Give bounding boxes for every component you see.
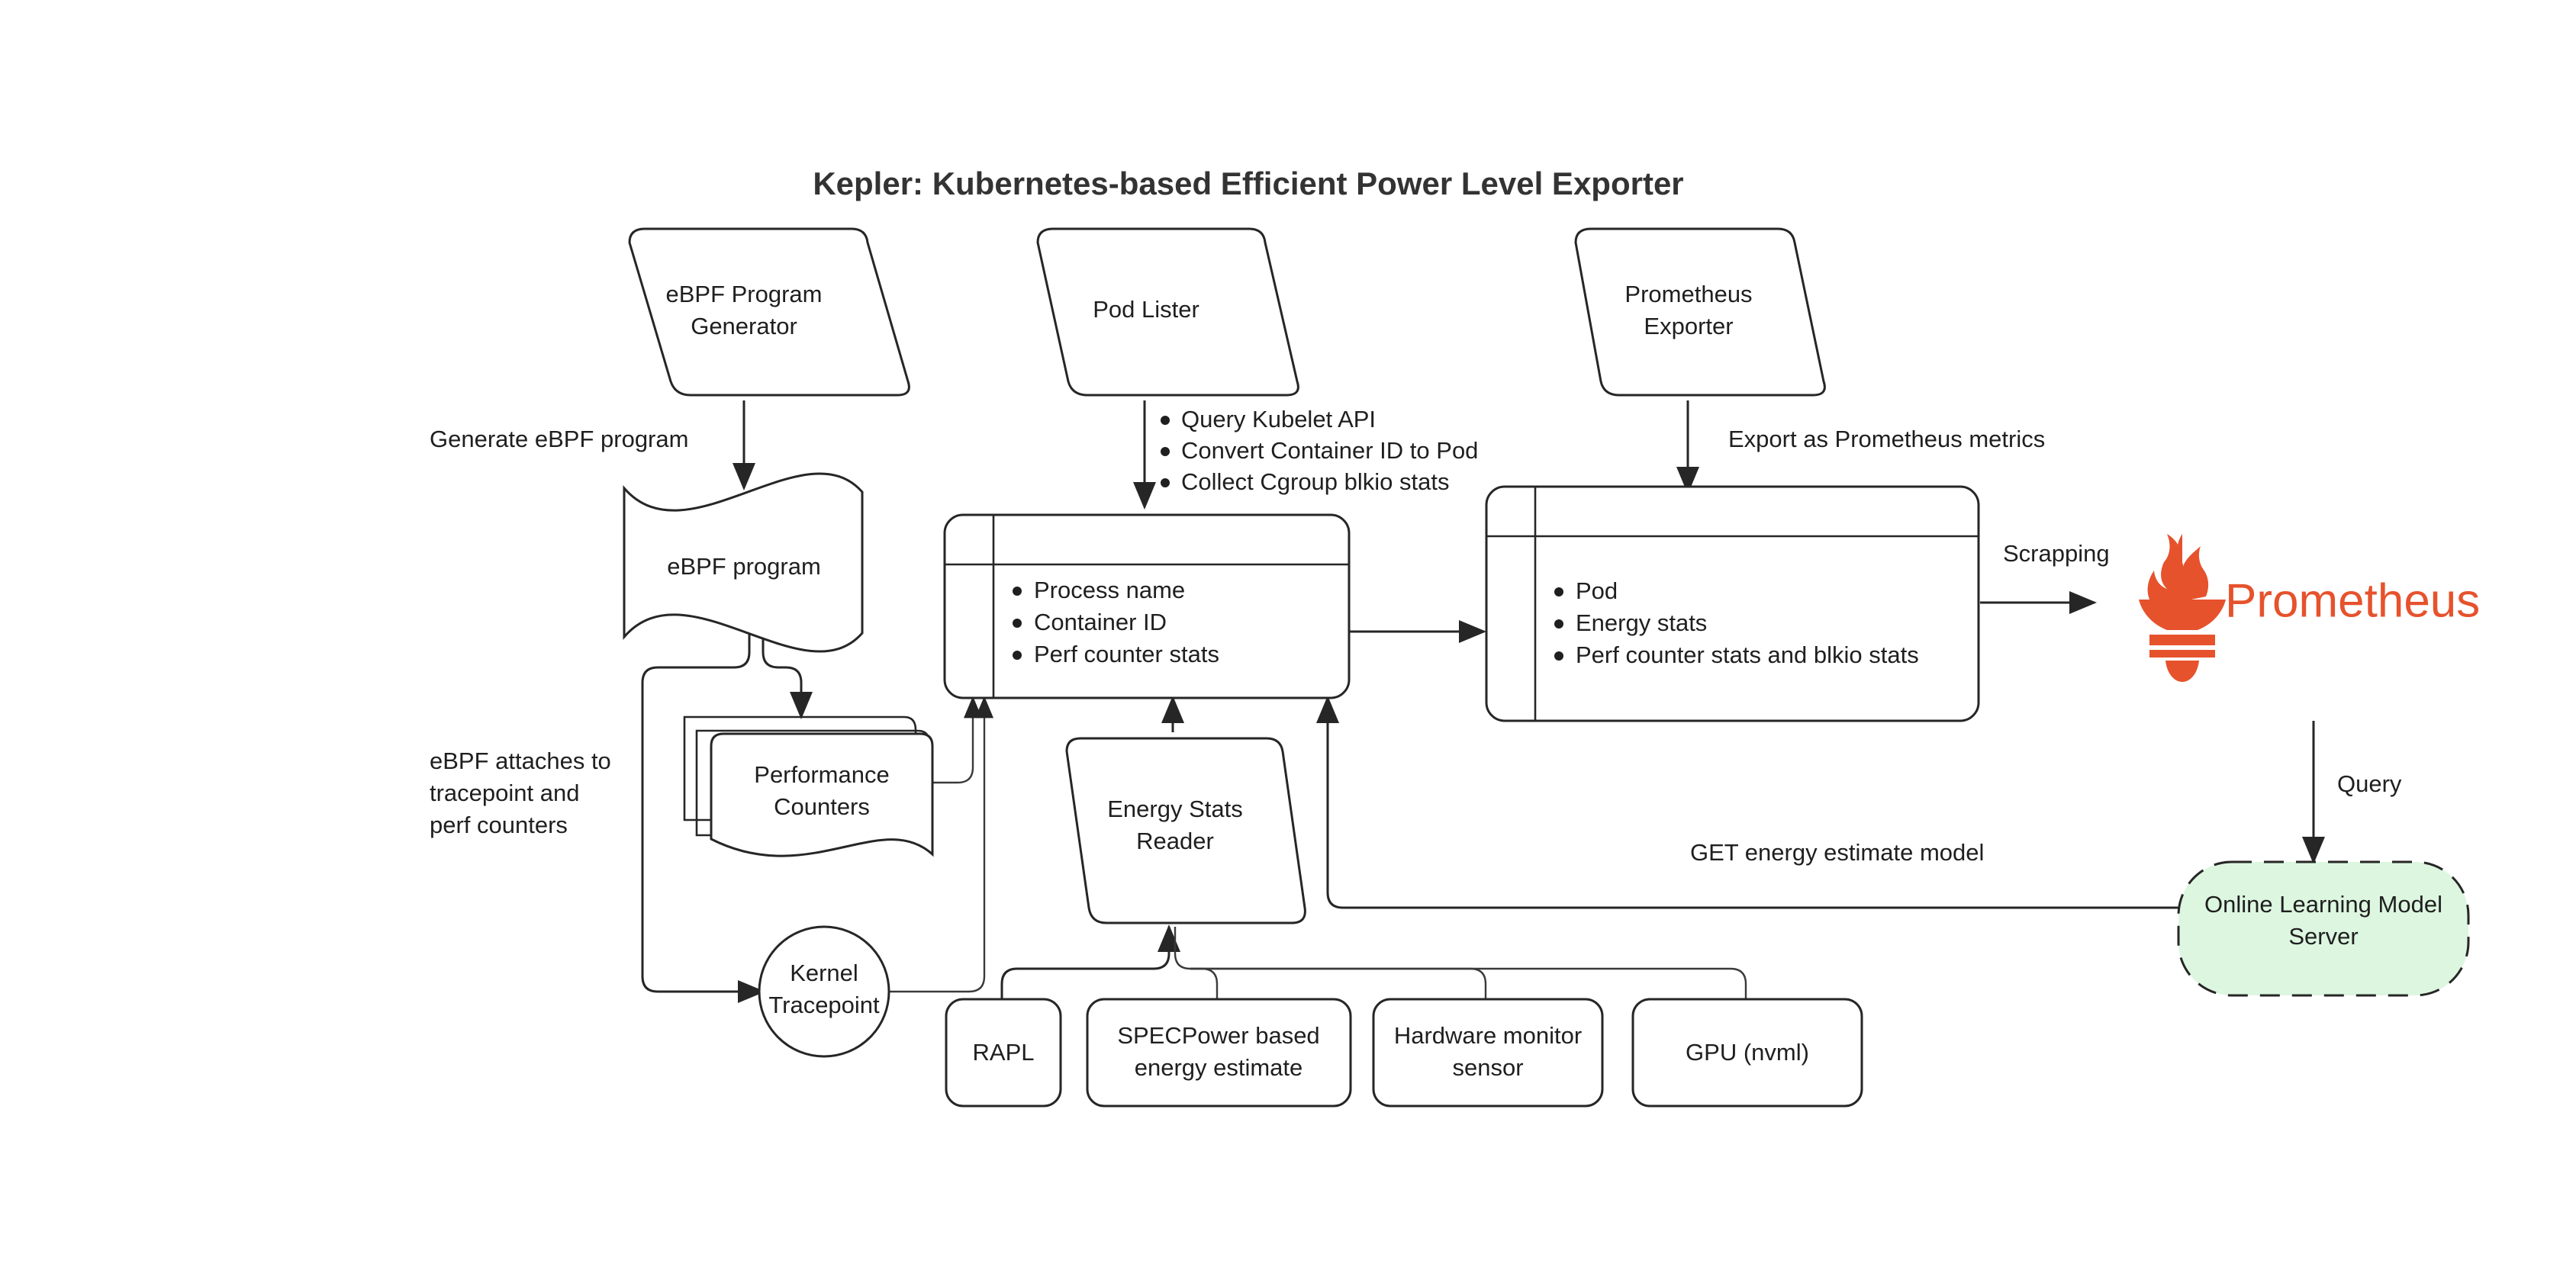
edge-gpu-to-energy-reader xyxy=(1190,967,1747,999)
pod-table-item-0: Pod xyxy=(1576,577,1618,604)
pod-lister-note-1: Convert Container ID to Pod xyxy=(1181,437,1478,464)
edge-label-pod-lister-notes: Query Kubelet API Convert Container ID t… xyxy=(1161,406,1478,495)
rapl-label: RAPL xyxy=(973,1039,1035,1066)
node-model-server[interactable] xyxy=(2177,860,2470,997)
bullet-icon xyxy=(1161,478,1170,487)
prometheus-logo: Prometheus xyxy=(2139,534,2480,682)
node-ebpf-program-generator[interactable] xyxy=(628,227,910,397)
node-kernel-tracepoint[interactable] xyxy=(758,925,890,1058)
performance-counters-label-2: Counters xyxy=(774,793,870,820)
bullet-icon xyxy=(1554,587,1563,596)
pod-table-item-1: Energy stats xyxy=(1576,609,1707,636)
edge-ebpf-to-performance-counters xyxy=(762,633,813,719)
pod-lister-note-0: Query Kubelet API xyxy=(1181,406,1376,432)
ebpf-attaches-line-2: perf counters xyxy=(430,812,568,838)
kernel-tracepoint-label-2: Tracepoint xyxy=(768,992,880,1018)
model-server-label-1: Online Learning Model xyxy=(2204,891,2442,918)
pod-table-items: Pod Energy stats Perf counter stats and … xyxy=(1554,577,1919,668)
performance-counters-label-1: Performance xyxy=(754,761,889,788)
bullet-icon xyxy=(1161,416,1170,425)
ebpf-program-generator-label-1: eBPF Program xyxy=(665,281,822,307)
specpower-label-1: SPECPower based xyxy=(1117,1022,1319,1049)
edge-label-get-model: GET energy estimate model xyxy=(1690,839,1984,866)
edge-label-query: Query xyxy=(2337,770,2402,797)
node-gpu-nvml[interactable] xyxy=(1631,998,1863,1108)
energy-stats-reader-label-2: Reader xyxy=(1136,828,1214,854)
bullet-icon xyxy=(1554,651,1563,661)
pod-lister-note-2: Collect Cgroup blkio stats xyxy=(1181,468,1450,495)
edge-specpower-to-energy-reader xyxy=(1174,927,1219,999)
node-specpower[interactable] xyxy=(1086,998,1352,1108)
prometheus-exporter-label-1: Prometheus xyxy=(1624,281,1752,307)
prometheus-torch-icon xyxy=(2139,534,2226,682)
node-hardware-monitor[interactable] xyxy=(1372,998,1604,1108)
pod-lister-label: Pod Lister xyxy=(1093,296,1199,323)
energy-stats-reader-label-1: Energy Stats xyxy=(1107,796,1242,822)
edge-label-generate-ebpf: Generate eBPF program xyxy=(430,426,688,452)
process-table-item-1: Container ID xyxy=(1034,609,1167,635)
edge-label-ebpf-attaches: eBPF attaches to tracepoint and perf cou… xyxy=(430,748,611,838)
ebpf-program-label: eBPF program xyxy=(667,553,821,580)
ebpf-attaches-line-0: eBPF attaches to xyxy=(430,748,611,774)
node-pod-lister[interactable] xyxy=(1036,227,1299,397)
node-ebpf-program[interactable] xyxy=(623,472,864,653)
gpu-nvml-label: GPU (nvml) xyxy=(1686,1039,1809,1066)
edge-hwmonitor-to-energy-reader xyxy=(1190,967,1487,999)
edge-modelserver-to-process-table xyxy=(1316,696,2198,909)
model-server-label-2: Server xyxy=(2288,923,2358,950)
bullet-icon xyxy=(1013,587,1022,596)
process-table-item-2: Perf counter stats xyxy=(1034,641,1219,667)
node-prometheus-exporter[interactable] xyxy=(1574,227,1826,397)
bullet-icon xyxy=(1013,619,1022,628)
node-rapl[interactable] xyxy=(945,998,1062,1108)
ebpf-program-generator-label-2: Generator xyxy=(691,313,797,339)
node-process-table[interactable] xyxy=(943,513,1351,699)
node-pod-table[interactable] xyxy=(1485,485,1980,722)
edge-label-scrapping: Scrapping xyxy=(2003,540,2110,567)
bullet-icon xyxy=(1161,447,1170,456)
edge-kerneltracepoint-to-process-table xyxy=(885,696,993,993)
process-table-item-0: Process name xyxy=(1034,577,1185,603)
hardware-monitor-label-2: sensor xyxy=(1452,1054,1523,1081)
process-table-items: Process name Container ID Perf counter s… xyxy=(1013,577,1219,667)
prometheus-exporter-label-2: Exporter xyxy=(1644,313,1733,339)
kernel-tracepoint-label-1: Kernel xyxy=(790,960,858,986)
edge-rapl-to-energy-reader xyxy=(1000,924,1180,999)
edge-label-export-metrics: Export as Prometheus metrics xyxy=(1728,426,2045,452)
hardware-monitor-label-1: Hardware monitor xyxy=(1394,1022,1582,1049)
edge-perfcounters-to-process-table xyxy=(932,696,982,784)
page-title: Kepler: Kubernetes-based Efficient Power… xyxy=(813,166,1683,201)
node-energy-stats-reader[interactable] xyxy=(1065,737,1306,924)
bullet-icon xyxy=(1554,619,1563,629)
node-performance-counters[interactable] xyxy=(710,732,934,857)
pod-table-item-2: Perf counter stats and blkio stats xyxy=(1576,641,1919,668)
prometheus-wordmark: Prometheus xyxy=(2225,574,2480,627)
edge-ebpf-to-kernel-tracepoint xyxy=(641,633,765,1003)
bullet-icon xyxy=(1013,651,1022,660)
ebpf-attaches-line-1: tracepoint and xyxy=(430,780,579,806)
specpower-label-2: energy estimate xyxy=(1135,1054,1303,1081)
